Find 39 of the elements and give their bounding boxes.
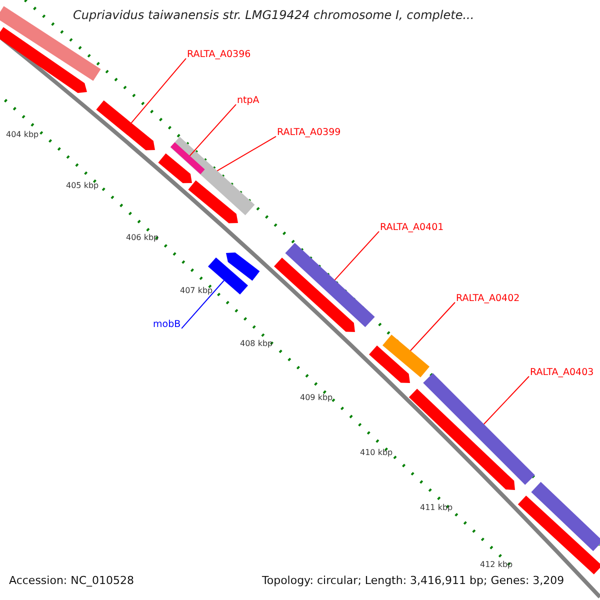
scale-label: 405 kbp — [66, 182, 99, 191]
scale-label: 411 kbp — [420, 504, 453, 513]
map-title: Cupriavidus taiwanensis str. LMG19424 chromosome I, complete... — [73, 9, 474, 22]
scale-label: 407 kbp — [180, 287, 213, 296]
scale-label: 408 kbp — [240, 340, 273, 349]
genome-summary-note: Topology: circular; Length: 3,416,911 bp; Genes: 3,209 — [262, 575, 564, 588]
scale-label: 412 kbp — [480, 561, 513, 570]
gene-label: RALTA_A0403 — [530, 368, 594, 378]
gene-label: RALTA_A0396 — [187, 50, 251, 60]
gene-label: mobB — [153, 320, 181, 330]
gene-feature — [518, 496, 600, 574]
leader-line — [334, 230, 380, 280]
gene-feature — [382, 334, 430, 378]
gene-feature — [96, 100, 155, 150]
accession-note: Accession: NC_010528 — [9, 575, 134, 588]
gene-feature — [226, 252, 260, 281]
gene-feature — [531, 482, 600, 552]
leader-line — [410, 302, 456, 352]
gene-feature — [170, 142, 205, 174]
leader-line — [216, 136, 276, 172]
scale-label: 410 kbp — [360, 449, 393, 458]
leader-line — [483, 376, 530, 425]
gene-feature — [408, 388, 515, 490]
gene-label: RALTA_A0402 — [456, 294, 520, 304]
leader-line — [181, 280, 224, 329]
gene-feature — [285, 242, 375, 328]
gene-feature — [188, 180, 238, 224]
leader-line — [189, 104, 236, 156]
gene-feature — [274, 258, 355, 332]
gene-label: RALTA_A0401 — [380, 223, 444, 234]
gene-feature — [0, 27, 87, 93]
gene-label: RALTA_A0399 — [277, 128, 341, 138]
scale-label: 406 kbp — [126, 234, 159, 243]
scale-label: 409 kbp — [300, 394, 333, 403]
gene-feature — [369, 346, 410, 383]
scale-label: 404 kbp — [6, 131, 39, 140]
gene-feature — [158, 153, 192, 184]
gene-label: ntpA — [237, 96, 260, 106]
leader-line — [130, 58, 186, 124]
